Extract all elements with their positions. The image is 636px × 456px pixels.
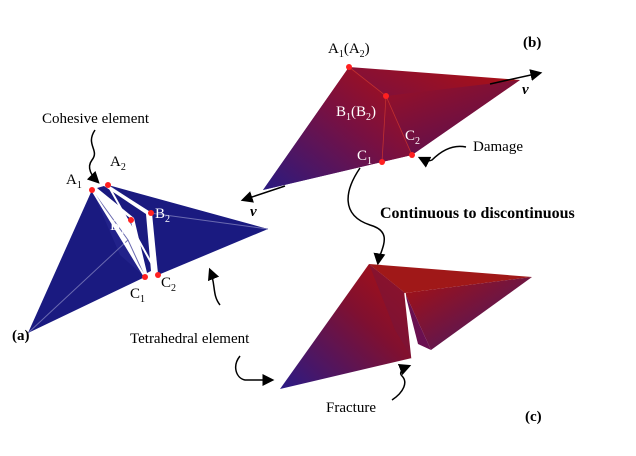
b-node-b	[383, 93, 389, 99]
b-velocity-arrow-right	[489, 69, 543, 85]
b-node-c2	[409, 152, 415, 158]
tetra-pointer-right-arrow	[234, 355, 275, 386]
label-a1: A1	[66, 172, 82, 191]
c-crack-face	[405, 293, 431, 350]
node-b1	[128, 217, 134, 223]
label-a2: A2	[110, 154, 126, 173]
node-c1	[142, 274, 148, 280]
node-c2	[155, 272, 161, 278]
b-velocity-label-left: v	[250, 204, 257, 220]
panel-a-tetrahedra: A1 A2 B1 B2 C1 C2 Cohesive element (a)	[12, 111, 269, 344]
c-top-face	[369, 264, 532, 293]
c-left-inner-face	[369, 264, 412, 358]
b-label-c2: C2	[405, 128, 420, 147]
left-tetra-edge	[91, 189, 146, 278]
fracture-pointer-arrow	[391, 363, 412, 401]
b-node-c1	[379, 159, 385, 165]
c-right-fragment	[405, 277, 532, 350]
node-b2	[148, 210, 154, 216]
cohesive-pointer-arrow	[86, 129, 100, 184]
cohesive-gap	[92, 185, 158, 277]
panel-b-damaged-element: A1(A2) B1(B2) C1 C2 v v Damage (b)	[240, 35, 543, 220]
transition-arrow	[347, 167, 386, 266]
panel-c-fractured-element: Fracture (c)	[280, 264, 542, 425]
b-inner-edge-2	[381, 95, 387, 163]
cohesive-element-body	[97, 186, 151, 273]
cohesive-edge-left	[91, 189, 146, 278]
label-c1: C1	[130, 286, 145, 305]
b-velocity-label-right: v	[522, 82, 529, 98]
label-b1: B1	[110, 218, 125, 237]
b-node-a	[346, 64, 352, 70]
left-tetra-edge-diag	[27, 239, 129, 334]
b-label-b: B1(B2)	[336, 104, 376, 123]
tetra-pointer-up-arrow	[207, 267, 221, 306]
cohesive-element-label: Cohesive element	[42, 111, 150, 127]
b-label-a: A1(A2)	[328, 41, 370, 60]
b-velocity-arrow-left	[240, 185, 286, 203]
node-a1	[89, 187, 95, 193]
panel-label-a: (a)	[12, 328, 30, 344]
tetrahedral-element-label: Tetrahedral element	[130, 331, 250, 347]
b-tetra-face-left	[263, 67, 412, 190]
transition-label: Continuous to discontinuous	[380, 205, 575, 222]
node-a2	[105, 182, 111, 188]
c-left-fragment	[280, 264, 412, 389]
panel-label-c: (c)	[525, 409, 542, 425]
b-label-c1: C1	[357, 148, 372, 167]
damage-label: Damage	[473, 139, 523, 155]
damage-pointer-arrow	[417, 145, 467, 168]
c-fracture-gap-edge	[404, 292, 413, 359]
label-c2: C2	[161, 275, 176, 294]
b-tetra-face-right	[386, 80, 520, 155]
left-tetra-face	[28, 190, 145, 333]
label-b2: B2	[155, 206, 170, 225]
panel-label-b: (b)	[523, 35, 541, 51]
fracture-label: Fracture	[326, 400, 376, 416]
cohesive-edge-right	[107, 184, 159, 276]
